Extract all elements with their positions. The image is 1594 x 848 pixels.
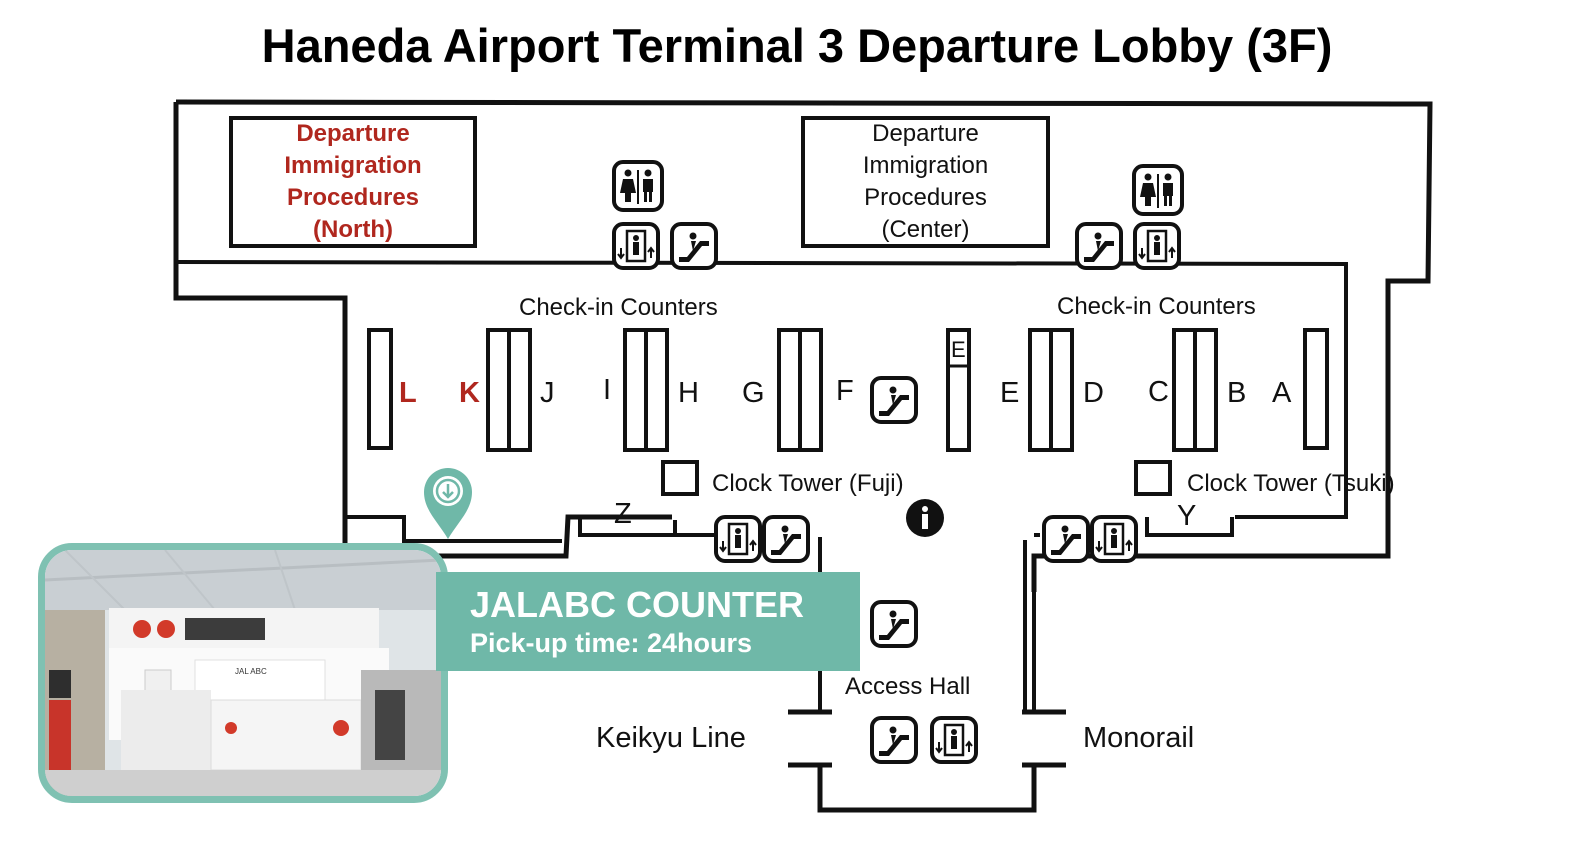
access-hall-label: Access Hall bbox=[845, 673, 971, 700]
elevator-icon bbox=[1090, 515, 1138, 563]
counter-f: F bbox=[836, 375, 854, 407]
escalator-icon bbox=[762, 515, 810, 563]
counter-i: I bbox=[603, 374, 612, 406]
monorail-label: Monorail bbox=[1083, 722, 1195, 754]
counter-photo-illustration: JAL ABC bbox=[45, 550, 441, 796]
info-icon bbox=[906, 499, 944, 537]
escalator-icon bbox=[870, 376, 918, 424]
checkin-counters-left-label: Check-in Counters bbox=[519, 294, 718, 321]
jalabc-counter-banner: JALABC COUNTER Pick-up time: 24hours bbox=[436, 572, 860, 671]
counter-j: J bbox=[540, 377, 555, 409]
counter-k: K bbox=[459, 377, 480, 409]
immigration-north-line-1: Departure bbox=[296, 120, 410, 147]
counter-l: L bbox=[399, 377, 417, 409]
clock-tower-fuji-label: Clock Tower (Fuji) bbox=[712, 470, 904, 497]
banner-subtitle: Pick-up time: 24hours bbox=[470, 628, 753, 658]
escalator-icon bbox=[870, 716, 918, 764]
restroom-icon bbox=[612, 160, 664, 212]
counter-c: C bbox=[1148, 376, 1169, 408]
location-pin-icon bbox=[424, 468, 472, 539]
counter-d: D bbox=[1083, 377, 1104, 409]
immigration-north-line-3: Procedures bbox=[286, 184, 420, 211]
counter-photo: JAL ABC bbox=[38, 543, 448, 803]
clock-tower-tsuki-label: Clock Tower (Tsuki) bbox=[1187, 470, 1395, 497]
escalator-icon bbox=[670, 222, 718, 270]
immigration-north-line-4: (North) bbox=[313, 216, 393, 243]
checkin-counters-right-label: Check-in Counters bbox=[1057, 293, 1256, 320]
escalator-icon bbox=[870, 600, 918, 648]
keikyu-line-label: Keikyu Line bbox=[596, 722, 746, 754]
immigration-center-line-1: Departure bbox=[872, 120, 979, 147]
counter-z: Z bbox=[614, 498, 632, 530]
elevator-icon bbox=[1133, 222, 1181, 270]
immigration-north-line-2: Immigration bbox=[284, 152, 422, 179]
counter-e: E bbox=[1000, 377, 1020, 409]
elevator-icon bbox=[930, 716, 978, 764]
immigration-center-line-4: (Center) bbox=[881, 216, 970, 243]
immigration-center-box bbox=[801, 116, 1050, 248]
photo-brand-text: JAL ABC bbox=[235, 667, 267, 676]
counter-y: Y bbox=[1177, 500, 1197, 532]
counter-g: G bbox=[742, 377, 765, 409]
immigration-north-box bbox=[229, 116, 477, 248]
clock-tower-tsuki-marker bbox=[1134, 460, 1172, 496]
immigration-center-label: Departure Immigration Procedures (Center… bbox=[803, 118, 1048, 246]
elevator-icon bbox=[714, 515, 762, 563]
counter-a: A bbox=[1272, 377, 1292, 409]
immigration-center-line-3: Procedures bbox=[864, 184, 987, 211]
counter-h: H bbox=[678, 377, 699, 409]
building-outline bbox=[175, 99, 1433, 592]
immigration-north-label: Departure Immigration Procedures (North) bbox=[231, 118, 475, 246]
immigration-center-line-2: Immigration bbox=[862, 152, 989, 179]
escalator-icon bbox=[1042, 515, 1090, 563]
escalator-icon bbox=[1075, 222, 1123, 270]
restroom-icon bbox=[1132, 164, 1184, 216]
clock-tower-fuji-marker bbox=[661, 460, 699, 496]
elevator-icon bbox=[612, 222, 660, 270]
counter-e-small: E bbox=[951, 337, 966, 362]
banner-title: JALABC COUNTER bbox=[470, 584, 805, 625]
counter-b: B bbox=[1227, 377, 1247, 409]
map-title: Haneda Airport Terminal 3 Departure Lobb… bbox=[261, 19, 1333, 72]
